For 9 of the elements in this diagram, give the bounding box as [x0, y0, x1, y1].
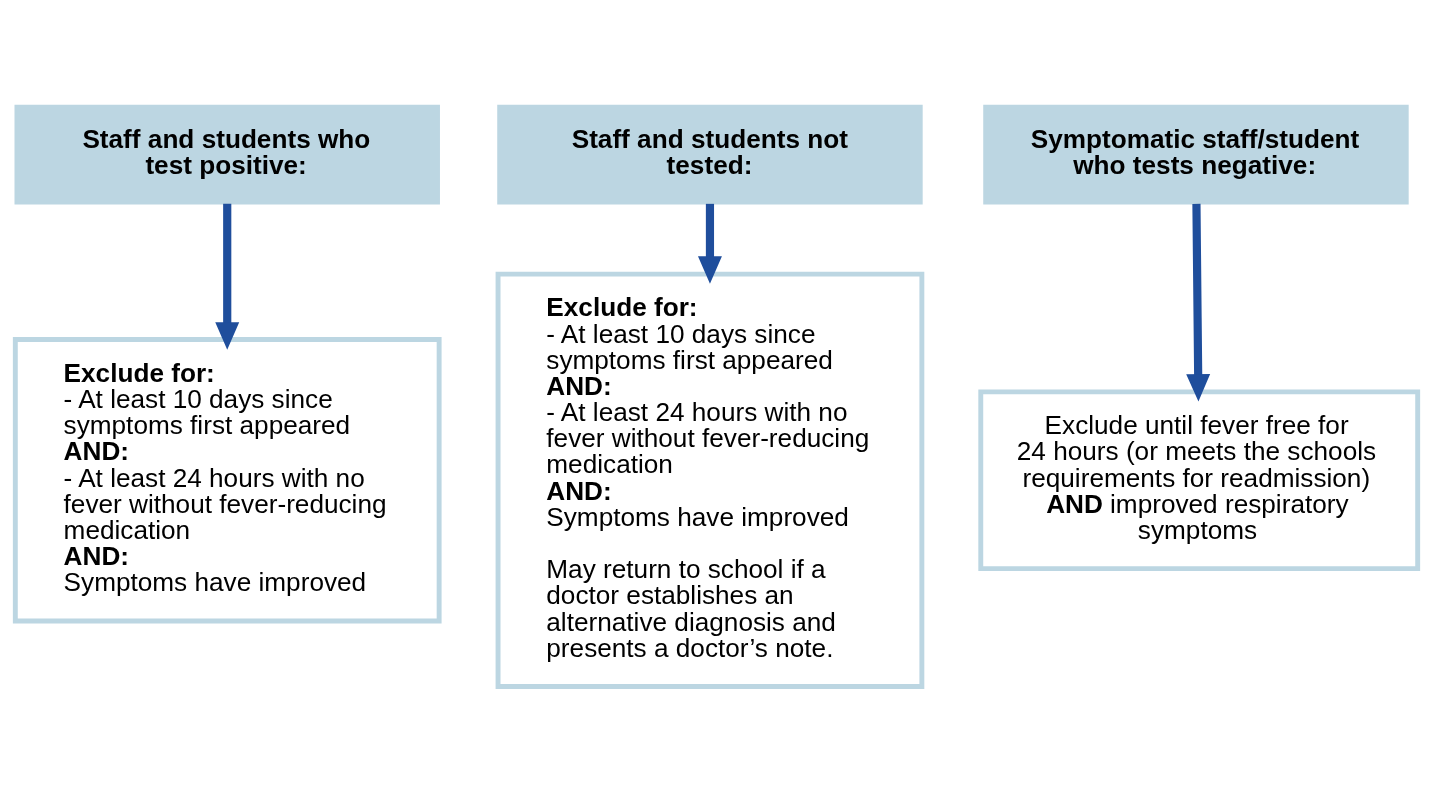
- arrow: [215, 203, 240, 350]
- node-box: Exclude for: - At least 10 days since symptoms first appeared AND: - At least 24 hours with no fever without fever-reducing medication AND: Symptoms have improved May return to school if a doctor establishes an alternative diagnosis and presents a doctor’s note.: [495, 271, 925, 689]
- node-box: Staff and students not tested:: [497, 104, 923, 205]
- arrow: [697, 203, 722, 284]
- node-box: Exclude until fever free for 24 hours (or meets the schools requirements for readmission) AND improved respiratory symptoms: [978, 388, 1421, 571]
- node-box: Exclude for: - At least 10 days since symptoms first appeared AND: - At least 24 hours with no fever without fever-reducing medication AND: Symptoms have improved: [12, 336, 442, 623]
- arrow: [1186, 203, 1211, 402]
- node-box: Symptomatic staff/student who tests negative:: [983, 104, 1409, 205]
- node-box: Staff and students who test positive:: [14, 104, 440, 205]
